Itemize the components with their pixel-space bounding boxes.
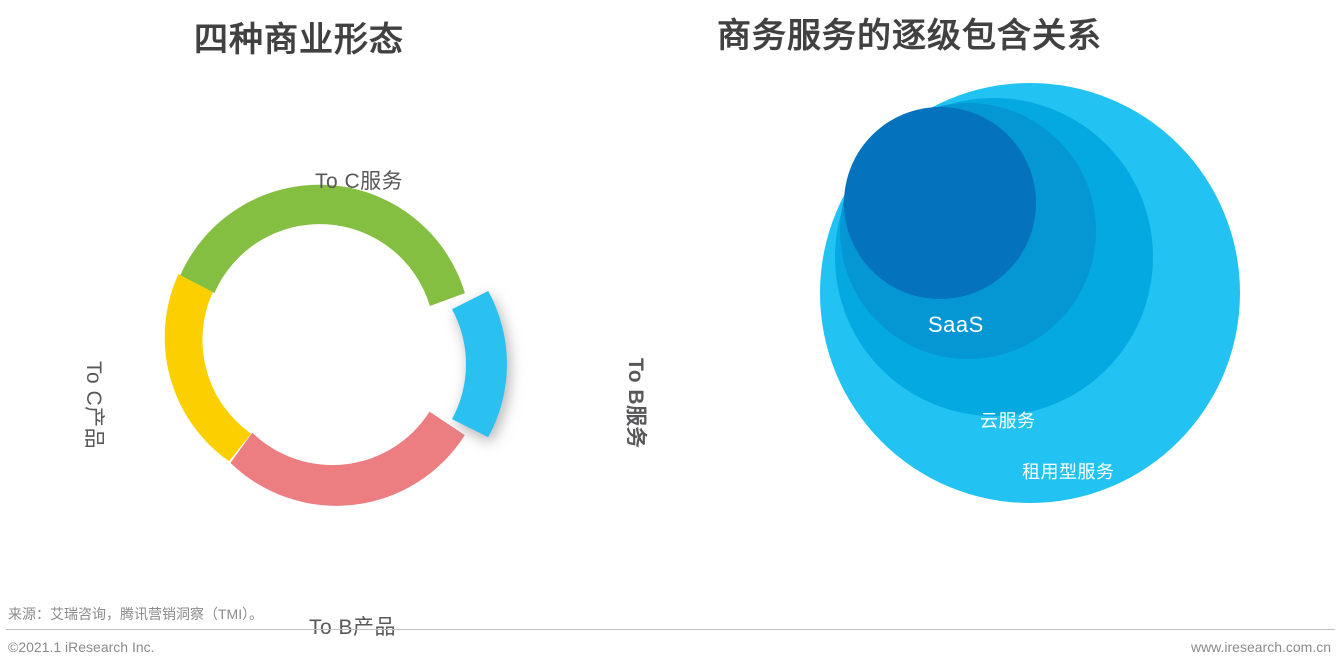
nested-circles-chart: SaaS 云服务 租用型服务 商务服务 — [700, 70, 1320, 540]
circle-label-cloud: 云服务 — [980, 411, 1036, 431]
circle-label-biz-service: 商务服务 — [1080, 517, 1154, 537]
donut-label-tob-service: To B服务 — [624, 358, 647, 449]
circle-label-saas: SaaS — [928, 312, 984, 337]
page-title-left: 四种商业形态 — [194, 21, 404, 59]
donut-label-tob-product: To B产品 — [309, 616, 397, 639]
donut-segment-tob-product[interactable] — [230, 411, 465, 506]
circle-label-rental: 租用型服务 — [1022, 462, 1115, 482]
copyright-text: ©2021.1 iResearch Inc. — [8, 639, 155, 655]
donut-segment-toc-service[interactable] — [180, 184, 465, 306]
donut-label-toc-product: To C产品 — [82, 361, 105, 450]
website-url: www.iresearch.com.cn — [1190, 639, 1331, 655]
donut-label-toc-service: To C服务 — [315, 170, 404, 193]
donut-chart: To C服务 To B服务 To B产品 To C产品 — [40, 78, 660, 639]
source-note: 来源：艾瑞咨询，腾讯营销洞察（TMI）。 — [8, 606, 264, 622]
donut-chart-svg — [164, 184, 507, 506]
page-title-right: 商务服务的逐级包含关系 — [717, 17, 1102, 55]
footer-divider — [6, 629, 1335, 630]
circle-layer-saas[interactable] — [844, 107, 1036, 299]
nested-circles-svg — [820, 83, 1240, 503]
donut-segment-tob-service[interactable] — [452, 291, 507, 438]
donut-segment-toc-product[interactable] — [164, 274, 252, 462]
